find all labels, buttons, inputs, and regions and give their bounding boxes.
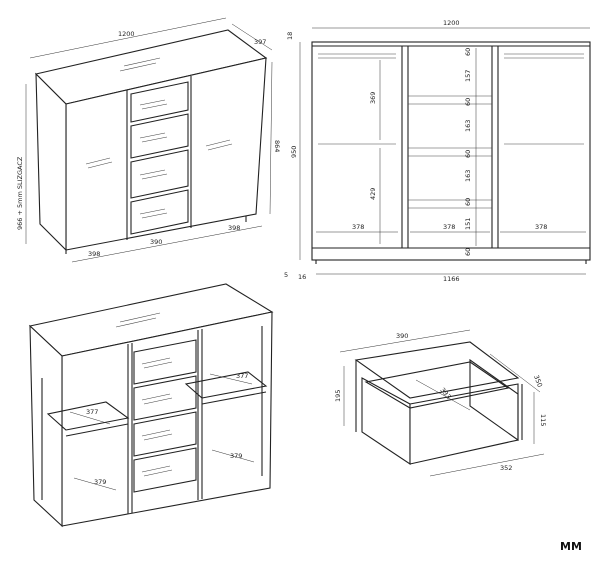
cabinet-side-face bbox=[35, 72, 67, 252]
dim-iso-height-alt: 966 + 5mm SLIZGACZ bbox=[16, 156, 24, 230]
dim-front-left-lower: 429 bbox=[369, 188, 377, 200]
dim-front-width: 1200 bbox=[443, 19, 460, 27]
drawer-front-1 bbox=[130, 81, 189, 123]
dim-front-height: 950 bbox=[290, 146, 298, 158]
dim-front-top-thk: 18 bbox=[286, 32, 294, 40]
dim-drawer-height: 195 bbox=[334, 390, 342, 402]
dim-iso-width: 1200 bbox=[118, 30, 135, 38]
dim-drawer-h-6: 163 bbox=[464, 170, 472, 182]
drawer-front-panel bbox=[409, 383, 519, 465]
dim-iso-height: 864 bbox=[273, 140, 281, 152]
dim-drawer-h-4: 163 bbox=[464, 120, 472, 132]
dim-drawer-side-height: 115 bbox=[539, 414, 547, 426]
dim-front-foot: 5 bbox=[284, 271, 288, 279]
dim-front-inner-width: 1166 bbox=[443, 275, 460, 283]
dim-drawer-h-7: 60 bbox=[464, 198, 472, 206]
dim-drawer-inner-width: 352 bbox=[500, 464, 512, 472]
dim-open-3: 379 bbox=[94, 478, 106, 486]
dim-iso-bottom-3: 398 bbox=[228, 224, 240, 232]
dim-iso-depth: 397 bbox=[254, 38, 266, 46]
dim-front-left-upper: 369 bbox=[369, 92, 377, 104]
dim-drawer-h-5: 60 bbox=[464, 150, 472, 158]
dim-front-bottom-thk: 16 bbox=[298, 273, 306, 281]
drawer-front-4 bbox=[130, 189, 189, 235]
brand-logo: MM bbox=[560, 540, 582, 553]
iso-closed-view: 1200 397 864 966 + 5mm SLIZGACZ 398 390 … bbox=[16, 17, 281, 263]
drawer-view: 390 350 195 115 333 352 bbox=[334, 329, 547, 477]
dim-drawer-h-3: 60 bbox=[464, 98, 472, 106]
dim-open-2: 377 bbox=[236, 372, 248, 380]
dim-drawer-h-1: 60 bbox=[464, 48, 472, 56]
dim-drawer-width: 390 bbox=[396, 332, 408, 340]
dim-comp-3: 378 bbox=[535, 223, 547, 231]
dim-drawer-depth: 350 bbox=[532, 374, 544, 388]
drawer-front-3 bbox=[130, 149, 189, 199]
dim-drawer-h-2: 157 bbox=[464, 70, 472, 82]
dim-comp-2: 378 bbox=[443, 223, 455, 231]
dim-drawer-h-8: 151 bbox=[464, 218, 472, 230]
dim-iso-bottom-1: 398 bbox=[88, 250, 100, 258]
dim-iso-bottom-2: 390 bbox=[150, 238, 162, 246]
front-outline bbox=[311, 41, 591, 261]
dim-open-1: 377 bbox=[86, 408, 98, 416]
dim-drawer-h-9: 60 bbox=[464, 248, 472, 256]
dim-comp-1: 378 bbox=[352, 223, 364, 231]
dim-open-4: 379 bbox=[230, 452, 242, 460]
drawer-front-2 bbox=[130, 113, 189, 159]
iso-open-view: 377 377 379 379 bbox=[28, 283, 274, 528]
front-view: 369 429 60 157 60 163 60 163 60 151 60 3… bbox=[284, 19, 591, 283]
drawer-top bbox=[354, 341, 520, 399]
open-side-face bbox=[29, 324, 63, 528]
